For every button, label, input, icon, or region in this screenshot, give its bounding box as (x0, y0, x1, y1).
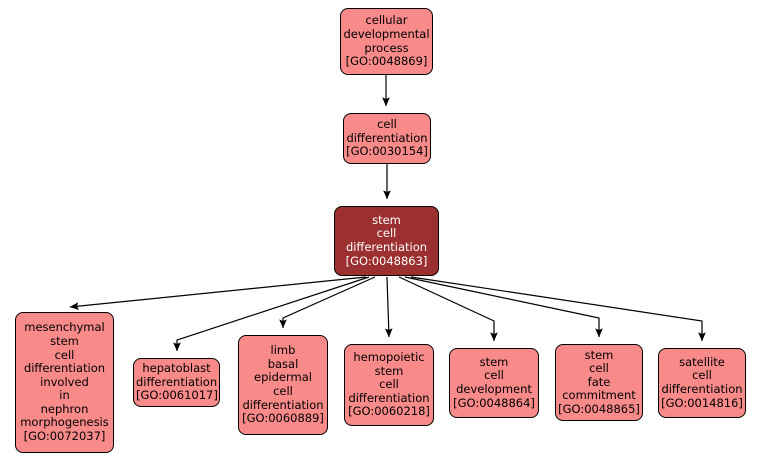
go-node-label: stem cell fate commitment [GO:0048865] (558, 347, 640, 416)
go-node-go-0048869[interactable]: cellular developmental process [GO:00488… (340, 8, 433, 75)
go-node-label: cell differentiation [GO:0030154] (346, 117, 428, 159)
go-node-label: limb basal epidermal cell differentiatio… (242, 343, 324, 426)
go-node-label: satellite cell differentiation [GO:00148… (661, 354, 743, 410)
go-node-go-0072037[interactable]: mesenchymal stem cell differentiation in… (15, 312, 114, 453)
edge-go-0048863-to-go-0048865 (404, 276, 603, 338)
edge-go-0048863-to-go-0072037 (69, 276, 367, 310)
edge-go-0048863-to-go-0060218 (384, 276, 393, 338)
go-node-go-0048864[interactable]: stem cell development [GO:0048864] (449, 348, 539, 418)
edge-go-0048863-to-go-0060889 (279, 276, 376, 329)
go-node-go-0048865[interactable]: stem cell fate commitment [GO:0048865] (555, 344, 643, 421)
go-node-label: stem cell development [GO:0048864] (453, 354, 535, 410)
go-node-label: cellular developmental process [GO:00488… (343, 13, 430, 69)
go-node-go-0061017[interactable]: hepatoblast differentiation [GO:0061017] (133, 358, 220, 407)
go-node-label: mesenchymal stem cell differentiation in… (20, 320, 109, 443)
go-node-go-0060218[interactable]: hemopoietic stem cell differentiation [G… (344, 344, 434, 426)
go-node-go-0048863[interactable]: stem cell differentiation [GO:0048863] (334, 206, 439, 276)
go-node-label: hemopoietic stem cell differentiation [G… (348, 350, 430, 419)
go-node-go-0060889[interactable]: limb basal epidermal cell differentiatio… (238, 335, 328, 435)
edge-go-0048863-to-go-0048864 (398, 276, 498, 342)
go-node-go-0014816[interactable]: satellite cell differentiation [GO:00148… (658, 348, 746, 418)
go-node-label: hepatoblast differentiation [GO:0061017] (136, 361, 218, 403)
go-node-go-0030154[interactable]: cell differentiation [GO:0030154] (343, 113, 431, 164)
go-node-label: stem cell differentiation [GO:0048863] (345, 212, 428, 268)
edge-go-0048863-to-go-0014816 (410, 276, 706, 342)
